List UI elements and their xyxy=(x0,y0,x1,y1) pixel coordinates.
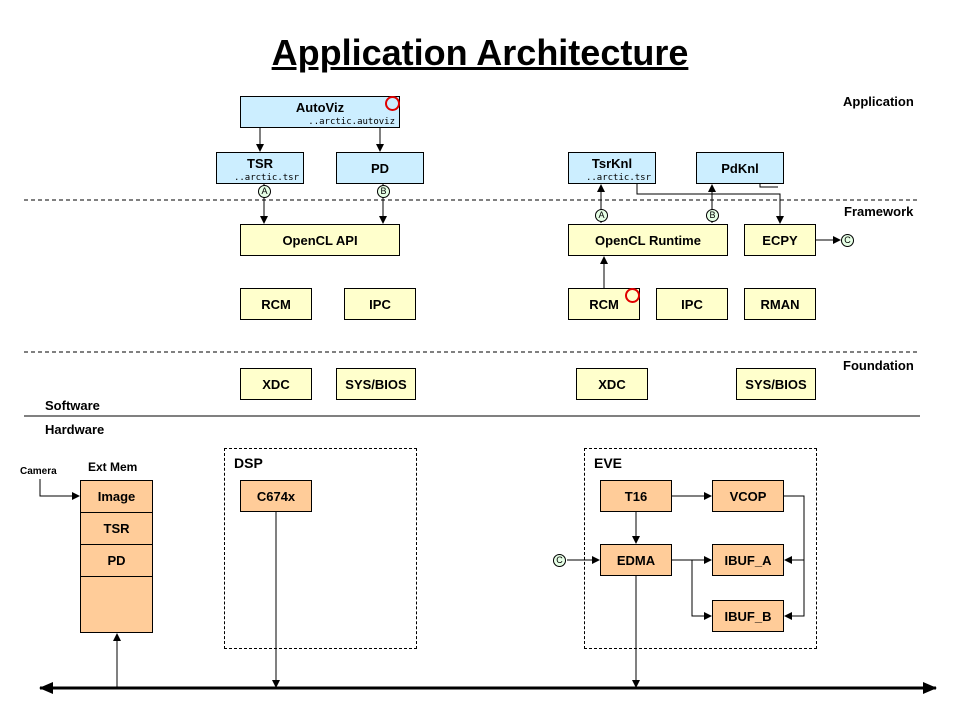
autoviz-module-path: ..arctic.autoviz xyxy=(308,117,395,127)
opencl-runtime-block[interactable]: OpenCL Runtime xyxy=(568,224,728,256)
ipc-right-block[interactable]: IPC xyxy=(656,288,728,320)
autoviz-label: AutoViz xyxy=(295,100,345,115)
marker-ring-rcm xyxy=(625,288,640,303)
tsr-block[interactable]: TSR ..arctic.tsr xyxy=(216,152,304,184)
edma-block[interactable]: EDMA xyxy=(600,544,672,576)
ibuf-b-block[interactable]: IBUF_B xyxy=(712,600,784,632)
arrow-pdknl-ecpy xyxy=(759,184,778,188)
sysbios-left-block[interactable]: SYS/BIOS xyxy=(336,368,416,400)
ipc-left-label: IPC xyxy=(369,296,391,312)
ext-mem-free-block[interactable] xyxy=(80,576,153,633)
ext-mem-label: Ext Mem xyxy=(88,460,138,474)
t16-block[interactable]: T16 xyxy=(600,480,672,512)
ibuf-a-block[interactable]: IBUF_A xyxy=(712,544,784,576)
xdc-left-label: XDC xyxy=(262,376,290,392)
opencl-api-label: OpenCL API xyxy=(282,232,358,248)
edma-label: EDMA xyxy=(616,552,656,568)
xdc-right-block[interactable]: XDC xyxy=(576,368,648,400)
c674x-block[interactable]: C674x xyxy=(240,480,312,512)
ext-mem-tsr-label: TSR xyxy=(103,521,130,536)
ecpy-block[interactable]: ECPY xyxy=(744,224,816,256)
layer-label-application: Application xyxy=(843,94,914,109)
ibuf-a-label: IBUF_A xyxy=(724,552,772,568)
vcop-block[interactable]: VCOP xyxy=(712,480,784,512)
opencl-runtime-label: OpenCL Runtime xyxy=(595,232,701,248)
connector-node-b-right: B xyxy=(706,209,719,222)
sysbios-right-label: SYS/BIOS xyxy=(745,376,807,392)
layer-label-hardware: Hardware xyxy=(45,422,105,437)
dsp-label: DSP xyxy=(234,455,263,471)
xdc-right-label: XDC xyxy=(598,376,626,392)
autoviz-block[interactable]: AutoViz ..arctic.autoviz xyxy=(240,96,400,128)
pd-block[interactable]: PD xyxy=(336,152,424,184)
layer-label-framework: Framework xyxy=(844,204,914,219)
pd-label: PD xyxy=(370,160,390,176)
rcm-right-label: RCM xyxy=(589,296,619,312)
tsrknl-module-path: ..arctic.tsr xyxy=(585,173,651,183)
tsr-label: TSR xyxy=(247,156,273,171)
rcm-left-block[interactable]: RCM xyxy=(240,288,312,320)
ext-mem-pd-block[interactable]: PD xyxy=(80,544,153,577)
arrow-edma-ibuf-b xyxy=(691,560,712,620)
sysbios-left-label: SYS/BIOS xyxy=(345,376,407,392)
rcm-left-label: RCM xyxy=(261,296,291,312)
ibuf-b-label: IBUF_B xyxy=(724,608,772,624)
layer-label-software: Software xyxy=(45,398,100,413)
pdknl-block[interactable]: PdKnl xyxy=(696,152,784,184)
eve-label: EVE xyxy=(594,455,623,471)
ecpy-label: ECPY xyxy=(762,232,798,248)
arrow-tsrknl-ecpy xyxy=(636,184,784,224)
tsr-module-path: ..arctic.tsr xyxy=(233,173,299,183)
tsrknl-block[interactable]: TsrKnl ..arctic.tsr xyxy=(568,152,656,184)
eve-region xyxy=(584,448,817,649)
arrow-vcop-ibuf-b xyxy=(784,560,805,620)
page-title: Application Architecture xyxy=(271,32,689,73)
dsp-region xyxy=(224,448,417,649)
connector-node-a-left: A xyxy=(258,185,271,198)
ext-mem-tsr-block[interactable]: TSR xyxy=(80,512,153,545)
connector-node-b-left: B xyxy=(377,185,390,198)
connector-node-a-right: A xyxy=(595,209,608,222)
marker-ring-autoviz xyxy=(385,96,400,111)
layer-label-foundation: Foundation xyxy=(843,358,914,373)
arrow-camera-image xyxy=(39,479,80,500)
connector-node-c-edma: C xyxy=(553,554,566,567)
opencl-api-block[interactable]: OpenCL API xyxy=(240,224,400,256)
camera-label: Camera xyxy=(20,466,57,477)
ext-mem-pd-label: PD xyxy=(107,553,126,568)
connector-node-c-ecpy: C xyxy=(841,234,854,247)
c674x-label: C674x xyxy=(256,488,296,504)
rman-label: RMAN xyxy=(760,296,800,312)
vcop-label: VCOP xyxy=(729,488,767,504)
pdknl-label: PdKnl xyxy=(721,160,759,176)
image-label: Image xyxy=(97,489,136,504)
xdc-left-block[interactable]: XDC xyxy=(240,368,312,400)
ipc-left-block[interactable]: IPC xyxy=(344,288,416,320)
tsrknl-label: TsrKnl xyxy=(591,156,633,171)
arrow-vcop-ibuf-a xyxy=(784,495,805,564)
rman-block[interactable]: RMAN xyxy=(744,288,816,320)
ipc-right-label: IPC xyxy=(681,296,703,312)
t16-label: T16 xyxy=(624,488,648,504)
sysbios-right-block[interactable]: SYS/BIOS xyxy=(736,368,816,400)
image-block[interactable]: Image xyxy=(80,480,153,513)
